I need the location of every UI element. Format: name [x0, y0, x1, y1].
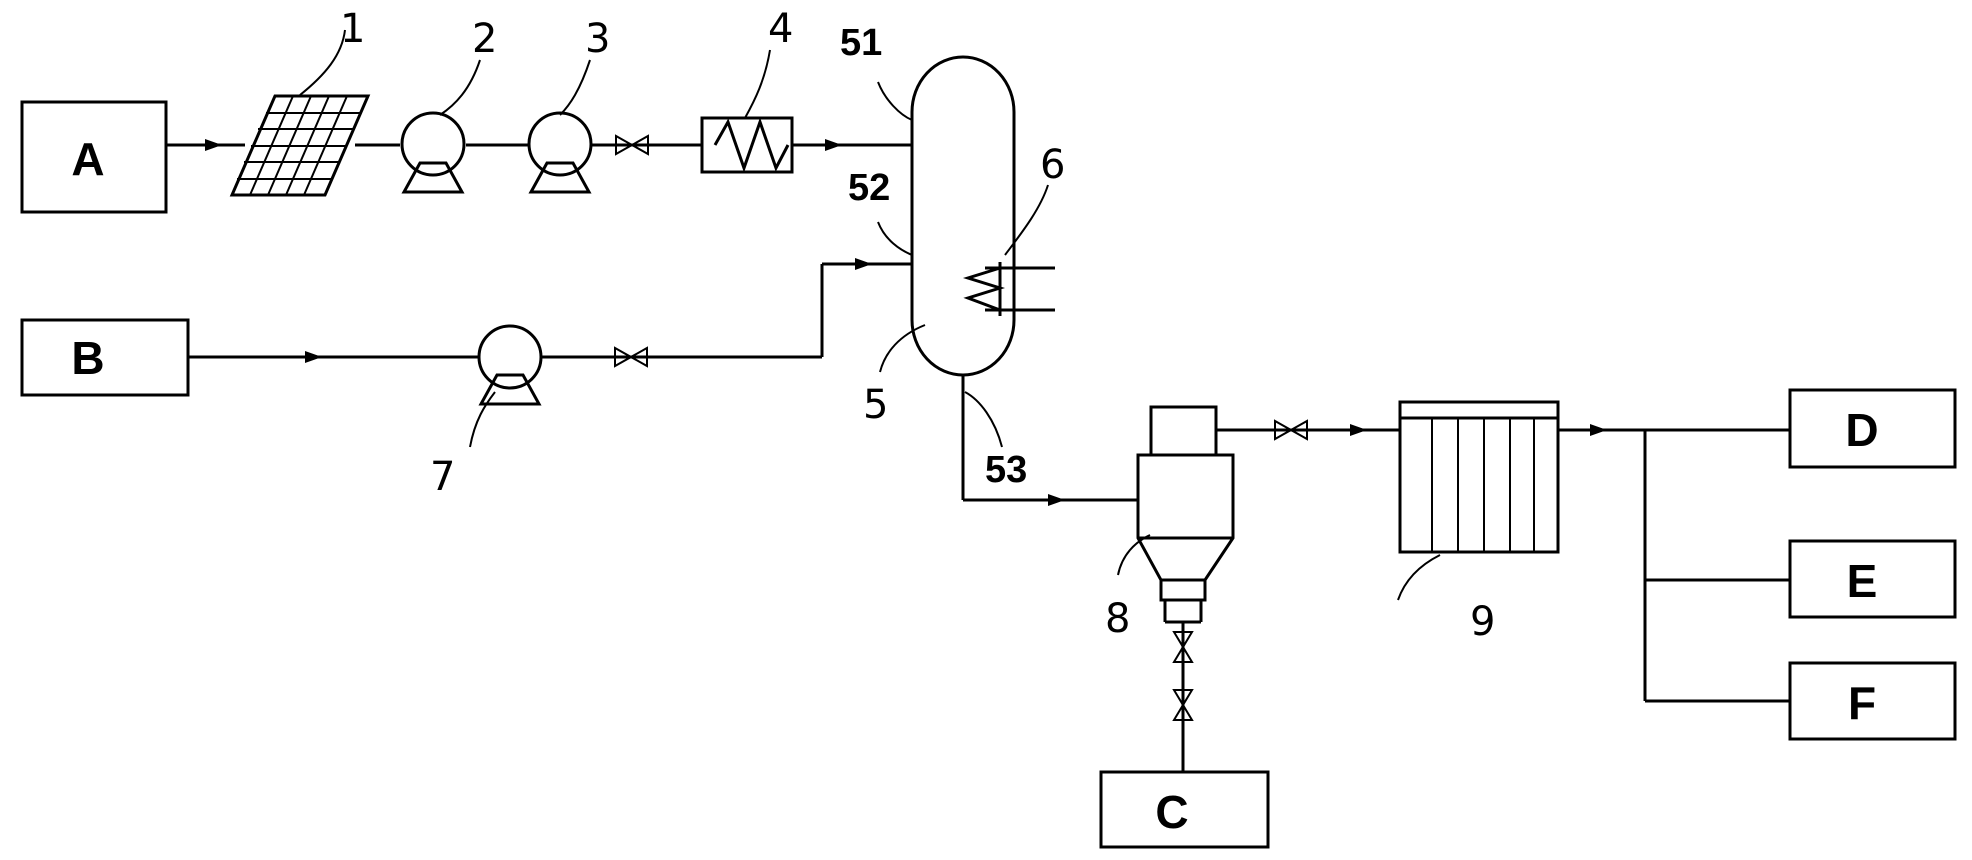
flow-arrow-icon	[855, 258, 872, 270]
label-7: 7	[430, 454, 455, 500]
flow-arrow-icon	[205, 139, 222, 151]
valve-icon	[614, 346, 648, 368]
label-8: 8	[1105, 596, 1130, 642]
label-2: 2	[472, 16, 497, 62]
flow-arrow-icon	[1590, 424, 1607, 436]
box-c: C	[1099, 770, 1270, 849]
flow-arrow-icon	[1048, 494, 1065, 506]
valve-icon	[1172, 631, 1194, 663]
flow-arrow-icon	[1350, 424, 1367, 436]
pump-7-icon	[477, 324, 543, 406]
valves	[614, 134, 1308, 721]
label-51: 51	[840, 22, 882, 64]
mesh-filter-icon	[229, 94, 371, 197]
box-c-label: C	[1155, 786, 1188, 838]
label-6: 6	[1040, 142, 1065, 188]
reactor-vessel-icon	[910, 55, 1016, 377]
pipelines	[166, 143, 1790, 772]
label-5: 5	[863, 382, 888, 428]
label-52: 52	[848, 167, 890, 209]
heating-coil-icon	[962, 262, 1055, 316]
box-e-label: E	[1847, 555, 1878, 607]
box-d: D	[1788, 388, 1957, 469]
box-e: E	[1788, 539, 1957, 619]
component-labels: 1 2 3 4 51 52 6 5 53 7 8 9	[340, 6, 1495, 645]
valve-icon	[615, 134, 649, 156]
box-b-label: B	[71, 332, 104, 384]
box-a-label: A	[71, 133, 104, 185]
flow-arrow-icon	[825, 139, 842, 151]
pump-3-icon	[527, 111, 593, 194]
label-1: 1	[340, 6, 365, 52]
box-f: F	[1788, 661, 1957, 741]
label-9: 9	[1470, 599, 1495, 645]
flow-arrow-icon	[305, 351, 322, 363]
label-4: 4	[768, 6, 793, 52]
valve-icon	[1274, 419, 1308, 441]
filter-bank-icon	[1398, 400, 1560, 554]
pump-2-icon	[400, 111, 466, 194]
heater-icon	[700, 116, 794, 174]
cyclone-separator-icon	[1136, 405, 1235, 624]
leader-lines	[299, 29, 1441, 601]
label-3: 3	[585, 16, 610, 62]
box-f-label: F	[1848, 677, 1876, 729]
valve-icon	[1172, 689, 1194, 721]
label-53: 53	[985, 449, 1027, 491]
flow-arrows	[205, 139, 1607, 506]
box-d-label: D	[1845, 404, 1878, 456]
box-b: B	[20, 318, 190, 397]
box-a: A	[20, 100, 168, 214]
